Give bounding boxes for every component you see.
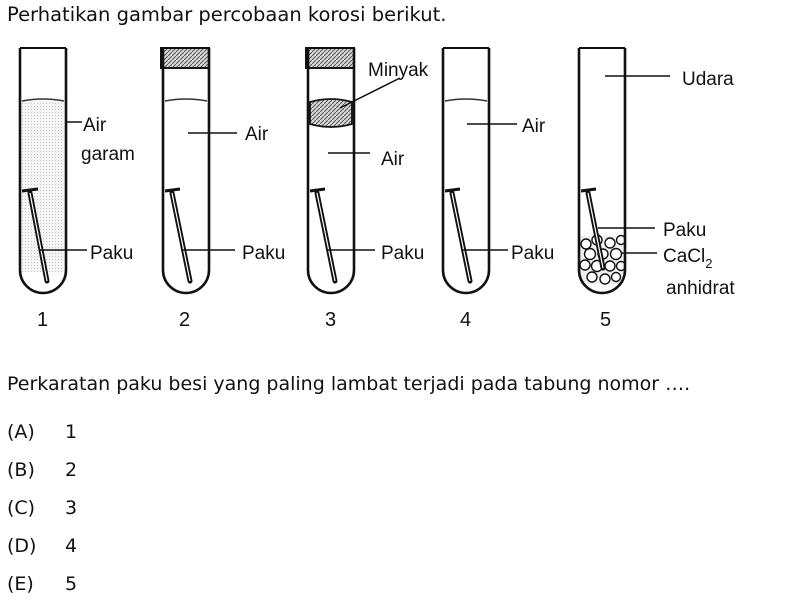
option-text: 5 <box>65 573 78 595</box>
test-tube-outline <box>161 48 211 295</box>
test-tube-outline <box>18 48 68 295</box>
option-d[interactable]: (D) 4 <box>7 535 77 557</box>
option-letter: (D) <box>7 535 37 557</box>
label-paku: Paku <box>663 220 706 241</box>
label-anhidrat: anhidrat <box>666 278 735 299</box>
label-paku: Paku <box>90 243 133 264</box>
tube-3: Minyak Air Paku 3 <box>305 47 429 331</box>
label-udara: Udara <box>682 69 734 90</box>
option-e[interactable]: (E) 5 <box>7 573 77 595</box>
option-a[interactable]: (A) 1 <box>7 421 77 443</box>
tube-4: Air Paku 4 <box>441 47 554 331</box>
label-garam: garam <box>81 144 135 165</box>
oil-layer <box>309 98 353 128</box>
option-b[interactable]: (B) 2 <box>7 459 77 481</box>
water-surface <box>21 98 65 102</box>
nail <box>164 187 193 284</box>
nail <box>580 187 606 271</box>
option-text: 3 <box>65 497 78 519</box>
label-minyak: Minyak <box>368 60 429 81</box>
tube-2: Air Paku 2 <box>160 47 285 331</box>
salt-water-fill <box>22 101 64 272</box>
tube-number: 3 <box>325 309 336 331</box>
tube-number: 2 <box>179 309 190 331</box>
label-paku: Paku <box>381 243 424 264</box>
stopper <box>305 47 355 69</box>
intro-text: Perhatikan gambar percobaan korosi berik… <box>7 3 447 26</box>
option-letter: (B) <box>7 459 35 481</box>
option-text: 4 <box>65 535 78 557</box>
stopper <box>160 47 210 69</box>
nail <box>309 187 338 284</box>
tube-number: 5 <box>600 309 611 331</box>
label-air: Air <box>83 115 107 136</box>
option-c[interactable]: (C) 3 <box>7 497 77 519</box>
label-air: Air <box>381 149 405 170</box>
nail <box>444 187 473 284</box>
corrosion-experiment-figure: Air garam Paku 1 Air Paku 2 Minyak <box>18 47 735 331</box>
test-tube-outline <box>306 48 356 295</box>
option-letter: (A) <box>7 421 35 443</box>
option-text: 1 <box>65 421 78 443</box>
test-tube-outline <box>441 48 491 295</box>
question-text: Perkaratan paku besi yang paling lambat … <box>7 373 691 395</box>
option-letter: (E) <box>7 573 34 595</box>
option-letter: (C) <box>7 497 36 519</box>
label-paku: Paku <box>242 243 285 264</box>
label-paku: Paku <box>511 243 554 264</box>
water-surface <box>444 98 488 102</box>
tube-number: 4 <box>460 309 471 331</box>
tube-number: 1 <box>37 309 48 331</box>
label-cacl: CaCl2 <box>663 246 712 271</box>
option-text: 2 <box>65 459 78 481</box>
nail <box>21 187 50 284</box>
tube-5: Udara Paku CaCl2 anhidrat 5 <box>577 47 735 331</box>
label-air: Air <box>522 116 546 137</box>
label-air: Air <box>245 124 269 145</box>
tube-1: Air garam Paku 1 <box>18 47 135 331</box>
water-surface <box>164 98 208 102</box>
test-tube-outline <box>577 48 627 295</box>
